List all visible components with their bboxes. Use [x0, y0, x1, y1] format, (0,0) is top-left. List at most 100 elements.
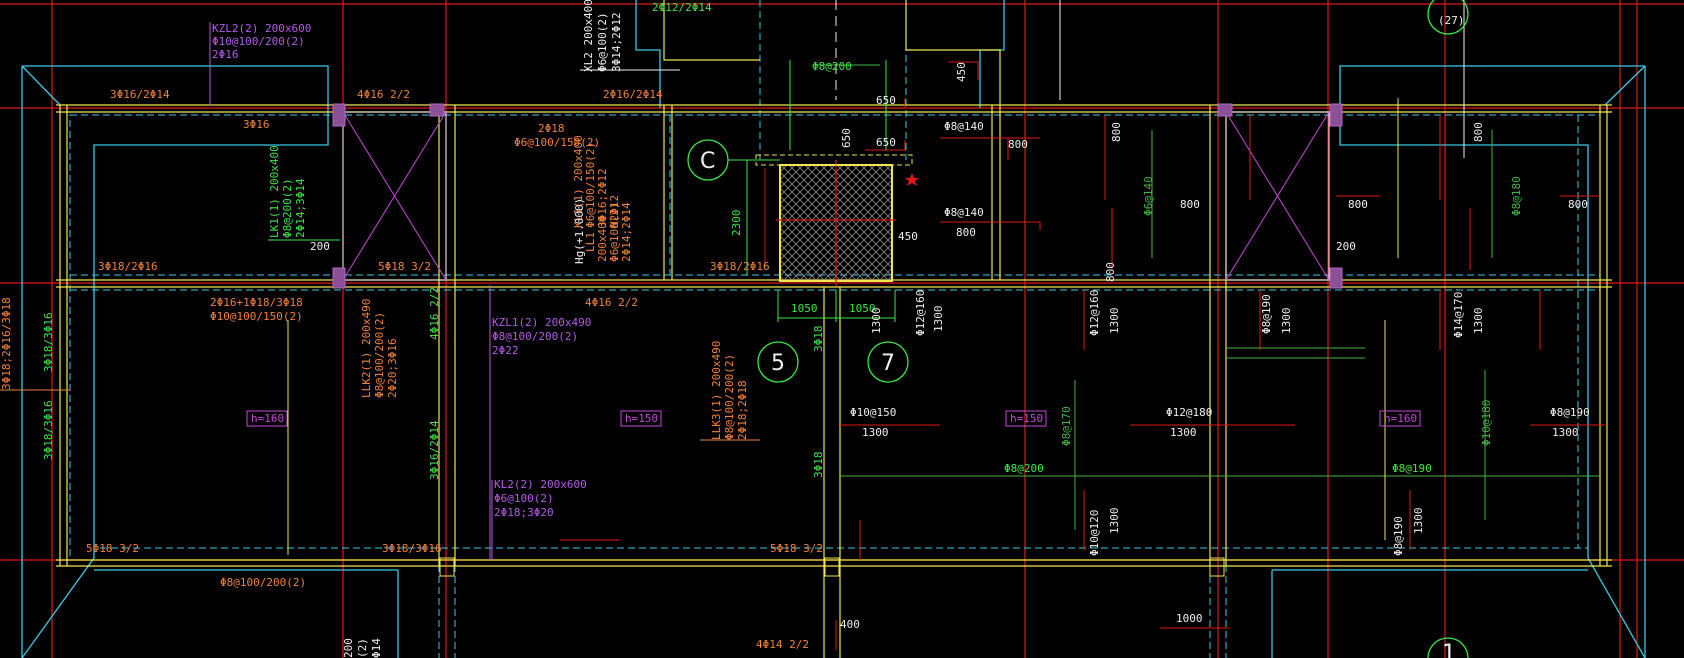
dim-1050-a: 1050 — [791, 302, 818, 315]
f8-180-r: Φ8@180 — [1510, 176, 1523, 216]
column-3 — [429, 103, 445, 117]
kzl2-bar: 2Φ16 — [212, 48, 239, 61]
dim-mark-1 — [865, 98, 906, 109]
b-3f16: 3Φ16 — [243, 118, 270, 131]
rebar-lines — [287, 0, 1600, 555]
h150-r: h=150 — [1010, 412, 1043, 425]
left-3f18-3f16-b: 3Φ18/3Φ16 — [42, 400, 55, 460]
kl1-bar2: N2Φ12 — [608, 195, 621, 228]
v-f10-180: Φ10@180 — [1480, 400, 1493, 446]
axis-bubbles — [687, 0, 1469, 658]
dim-1000: 1000 — [1176, 612, 1203, 625]
column-1 — [332, 103, 346, 127]
v-1300-i: 1300 — [1108, 508, 1121, 535]
column-2 — [332, 267, 346, 289]
f12-180: Φ12@180 — [1166, 406, 1212, 419]
v-f8-190-b: Φ8@190 — [1392, 516, 1405, 556]
b-3f18-3f16: 3Φ18/3Φ16 — [382, 542, 442, 555]
xl2-head: XL2 200x400 — [582, 0, 595, 72]
dim-1300-c: 1300 — [862, 426, 889, 439]
dim-1300-h: 1300 — [1552, 426, 1579, 439]
labels-vertical: XL2 200x400 Φ6@100(2) 3Φ14;2Φ12 LK1(1) 2… — [0, 0, 1523, 658]
cyan-wall-left — [21, 65, 329, 658]
core-wall-frame — [755, 154, 913, 166]
axis-bubble-1 — [1427, 637, 1469, 658]
elevator-shafts — [342, 111, 1330, 281]
h150-r-box — [1005, 410, 1047, 427]
v-f10-120: Φ10@120 — [1088, 510, 1101, 556]
dim-mark-6 — [948, 61, 979, 80]
v-1300-d: 1300 — [1108, 308, 1121, 335]
b-5f18-32: 5Φ18 3/2 — [378, 260, 431, 273]
kl2-stir: Φ6@100(2) — [494, 492, 554, 505]
red-dimensions — [560, 61, 1605, 650]
v-f8-190-a: Φ8@190 — [1260, 294, 1273, 334]
lk1-head: LK1(1) 200x400 — [268, 145, 281, 238]
yellow-stair-top2 — [905, 0, 1001, 105]
dim-mark-5 — [940, 221, 1041, 230]
hg-label: Hg(+1.000) — [573, 198, 586, 264]
cyan-wall-right-diag — [1604, 65, 1646, 106]
cyan-dashed-beams — [69, 0, 1601, 658]
h160-r: h=160 — [1384, 412, 1417, 425]
lk1-stir: Φ8@200(2) — [281, 178, 294, 238]
dim-800-f: 800 — [1110, 122, 1123, 142]
v-3f16-2f14: 3Φ16/2Φ14 — [428, 420, 441, 480]
lk1-bar: 2Φ14;3Φ14 — [294, 178, 307, 238]
v-1300-f: 1300 — [1280, 308, 1293, 335]
dim-mark-2 — [865, 140, 906, 151]
f6-140: Φ6@140 — [1142, 176, 1155, 216]
axis-27-label: (27) — [1438, 14, 1465, 27]
llk3-bar: 2Φ18;2Φ18 — [736, 380, 749, 440]
column-8 — [824, 557, 840, 577]
dim-800-a: 800 — [1008, 138, 1028, 151]
v-f12-160: Φ12@160 — [914, 290, 927, 336]
v-f8-170: Φ8@170 — [1060, 406, 1073, 446]
kzl1-bar: 2Φ22 — [492, 344, 519, 357]
h160-l: h=160 — [251, 412, 284, 425]
dim-2300: 2300 — [730, 210, 743, 237]
axis-bubble-7 — [867, 341, 909, 383]
kl1-head: KL1(1) 200x400 — [572, 135, 585, 228]
b-2f18-stir: Φ6@100/150(2) — [514, 136, 600, 149]
dim-800-h: 800 — [1104, 262, 1117, 282]
shaft-right-x2 — [1225, 111, 1330, 281]
dim-650b: 650 — [840, 128, 853, 148]
v-f12-160-r: Φ12@160 — [1088, 290, 1101, 336]
dim-800-e: 800 — [1568, 198, 1588, 211]
v-1300-j: 1300 — [1412, 508, 1425, 535]
f8-200-mid: Φ8@200 — [1004, 462, 1044, 475]
h160-r-box — [1379, 410, 1421, 427]
dim-200-r: 200 — [1336, 240, 1356, 253]
top-2f16-2f14: 2Φ16/2Φ14 — [603, 88, 663, 101]
column-7 — [439, 557, 455, 577]
leader-lines — [0, 22, 760, 560]
axis-1-label: 1 — [1442, 641, 1456, 658]
dim-650c: 650 — [876, 136, 896, 149]
llk2-stir: Φ8@100/200(2) — [373, 312, 386, 398]
ll1-size: 200x400 — [596, 216, 609, 262]
axis-7-label: 7 — [881, 351, 895, 376]
green-dimension — [728, 60, 896, 322]
kzl1-head: KZL1(2) 200x490 — [492, 316, 591, 329]
yellow-stair-top — [663, 0, 760, 61]
cyan-wall-top-mid — [635, 0, 661, 108]
dim-1300-e: 1300 — [1170, 426, 1197, 439]
kl1-bar1: 3Φ16;2Φ12 — [596, 168, 609, 228]
llk3-head: LLK3(1) 200x490 — [710, 341, 723, 440]
b-5f18-32-c: 5Φ18 3/2 — [770, 542, 823, 555]
column-6 — [1329, 267, 1343, 289]
ll1-head: LL1 — [584, 232, 597, 252]
kzl2-stir: Φ10@100/200(2) — [212, 35, 305, 48]
axis-bubble-texts: C 5 7 (27) 1 — [700, 14, 1465, 658]
column-4 — [1217, 103, 1233, 117]
kl1-stir: Φ6@100/150(2) — [584, 142, 597, 228]
dim-200-l: 200 — [310, 240, 330, 253]
b-2f16-1f18-3f18: 2Φ16+1Φ18/3Φ18 — [210, 296, 303, 309]
top-2f12-2f14: 2Φ12/2Φ14 — [652, 1, 712, 14]
h150-c: h=150 — [625, 412, 658, 425]
bot-frag3: Φ14 — [370, 638, 383, 658]
top-3f16-2f14-l: 3Φ16/2Φ14 — [110, 88, 170, 101]
shaft-left-box — [342, 111, 447, 281]
